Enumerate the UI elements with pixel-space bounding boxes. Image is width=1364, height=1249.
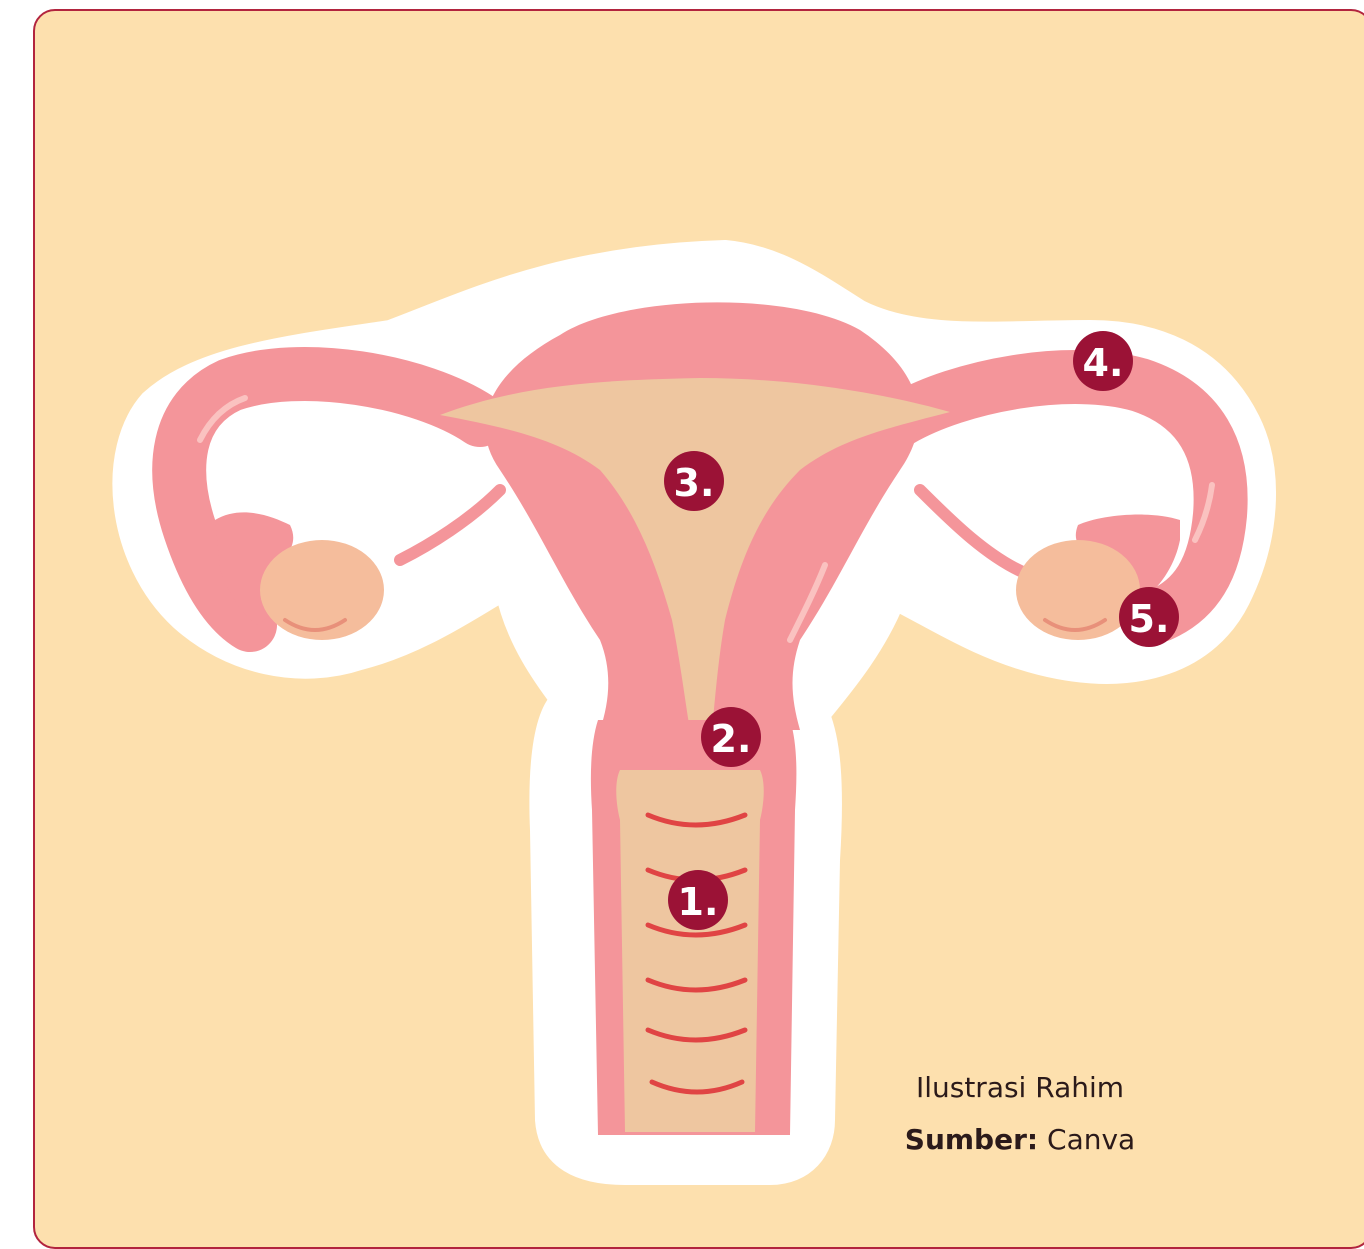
marker-5: 5. <box>1119 587 1179 647</box>
svg-text:3.: 3. <box>674 461 715 505</box>
svg-text:5.: 5. <box>1129 597 1170 641</box>
caption-source-label: Sumber: <box>905 1123 1038 1156</box>
marker-4: 4. <box>1073 331 1133 391</box>
marker-2: 2. <box>701 707 761 767</box>
caption-title: Ilustrasi Rahim <box>850 1062 1190 1114</box>
caption-source: Sumber: Canva <box>850 1114 1190 1166</box>
caption-source-value: Canva <box>1047 1123 1135 1156</box>
marker-3: 3. <box>664 451 724 511</box>
svg-text:2.: 2. <box>711 717 752 761</box>
svg-text:4.: 4. <box>1083 341 1124 385</box>
svg-text:1.: 1. <box>678 880 719 924</box>
marker-1: 1. <box>668 870 728 930</box>
image-caption: Ilustrasi Rahim Sumber: Canva <box>850 1062 1190 1166</box>
